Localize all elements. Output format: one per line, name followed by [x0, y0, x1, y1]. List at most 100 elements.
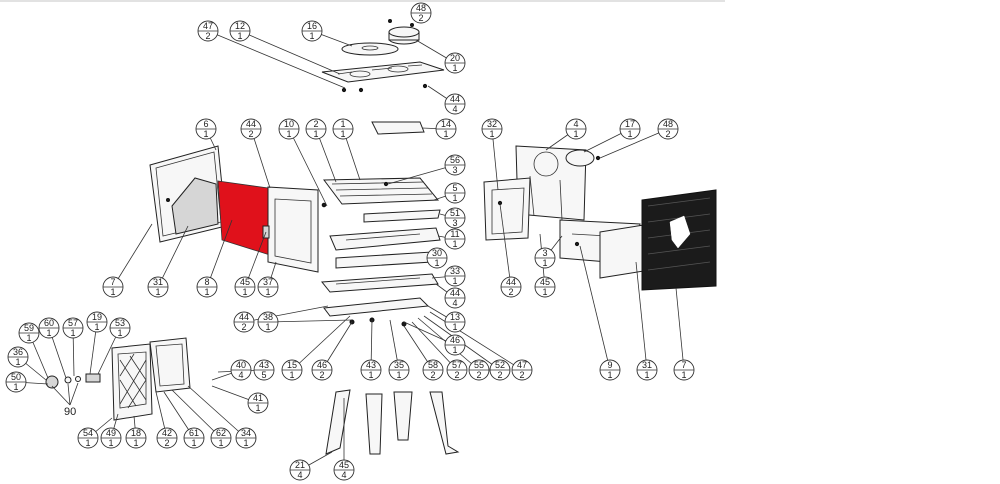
- top-plate[interactable]: [321, 61, 445, 83]
- callout-p44c[interactable]: 444: [444, 287, 466, 309]
- callout-p7b[interactable]: 71: [673, 359, 695, 381]
- callout-p41[interactable]: 411: [247, 392, 269, 414]
- callout-p48b[interactable]: 482: [657, 118, 679, 140]
- side-box-32[interactable]: [483, 177, 531, 241]
- ash-pan[interactable]: [321, 273, 439, 293]
- leader-line-p44e: [499, 203, 512, 288]
- callout-p57b[interactable]: 571: [62, 317, 84, 339]
- callout-p48a[interactable]: 482: [410, 2, 432, 24]
- leg-1[interactable]: [325, 389, 351, 455]
- callout-p46a[interactable]: 461: [444, 334, 466, 356]
- callout-p16[interactable]: 161: [301, 20, 323, 42]
- callout-p31b[interactable]: 311: [636, 359, 658, 381]
- callout-p55[interactable]: 552: [468, 359, 490, 381]
- handle-14[interactable]: [371, 121, 425, 135]
- callout-p21[interactable]: 214: [289, 459, 311, 481]
- callout-p45c[interactable]: 454: [333, 459, 355, 481]
- callout-p44d[interactable]: 442: [233, 311, 255, 333]
- callout-p19[interactable]: 191: [86, 311, 108, 333]
- callout-p5[interactable]: 51: [444, 182, 466, 204]
- callout-p44b[interactable]: 442: [240, 118, 262, 140]
- callout-part-number: 14: [441, 119, 451, 129]
- callout-p10[interactable]: 101: [278, 118, 300, 140]
- leg-4[interactable]: [429, 391, 460, 455]
- callout-p47a[interactable]: 472: [197, 20, 219, 42]
- callout-p20[interactable]: 201: [444, 52, 466, 74]
- callout-p43b[interactable]: 435: [253, 359, 275, 381]
- callout-p42[interactable]: 422: [156, 427, 178, 449]
- leg-3[interactable]: [393, 391, 413, 441]
- callout-p44e[interactable]: 442: [500, 276, 522, 298]
- ash-door-frame[interactable]: [149, 337, 191, 393]
- callout-p44a[interactable]: 444: [444, 93, 466, 115]
- front-door-frame[interactable]: [262, 186, 319, 273]
- callout-p51[interactable]: 513: [444, 207, 466, 229]
- knob-assembly[interactable]: [45, 373, 101, 389]
- callout-p52[interactable]: 522: [489, 359, 511, 381]
- callout-p33[interactable]: 331: [444, 265, 466, 287]
- cooking-ring[interactable]: [341, 42, 399, 56]
- callout-p54[interactable]: 541: [77, 427, 99, 449]
- callout-p13[interactable]: 131: [444, 311, 466, 333]
- callout-p2[interactable]: 21: [305, 118, 327, 140]
- callout-p43a[interactable]: 431: [360, 359, 382, 381]
- highlighted-part-8[interactable]: [217, 180, 271, 256]
- callout-p3[interactable]: 31: [534, 247, 556, 269]
- callout-p31a[interactable]: 311: [147, 276, 169, 298]
- right-screws: [497, 155, 601, 247]
- callout-p49[interactable]: 491: [100, 427, 122, 449]
- callout-p40[interactable]: 404: [230, 359, 252, 381]
- callout-p6[interactable]: 61: [195, 118, 217, 140]
- leg-2[interactable]: [365, 393, 383, 455]
- callout-part-number: 44: [246, 119, 256, 129]
- callout-p45a[interactable]: 451: [234, 276, 256, 298]
- callout-p1[interactable]: 11: [332, 118, 354, 140]
- callout-p7a[interactable]: 71: [102, 276, 124, 298]
- callout-part-number: 11: [450, 229, 459, 239]
- callout-p4[interactable]: 41: [565, 118, 587, 140]
- callout-p47b[interactable]: 472: [511, 359, 533, 381]
- callout-p35[interactable]: 351: [388, 359, 410, 381]
- callout-p15[interactable]: 151: [281, 359, 303, 381]
- flue-collar[interactable]: [388, 26, 420, 45]
- flue-ring-17[interactable]: [565, 149, 595, 167]
- callout-p34[interactable]: 341: [235, 427, 257, 449]
- callout-quantity: 1: [94, 322, 99, 332]
- callout-p56[interactable]: 563: [444, 154, 466, 176]
- callout-p37[interactable]: 371: [257, 276, 279, 298]
- bottom-plate[interactable]: [323, 297, 430, 317]
- callout-p17[interactable]: 171: [619, 118, 641, 140]
- side-panel-left[interactable]: [149, 145, 227, 243]
- callout-part-number: 50: [11, 372, 21, 382]
- callout-p53[interactable]: 531: [109, 317, 131, 339]
- callout-p46b[interactable]: 462: [311, 359, 333, 381]
- baffle-plate[interactable]: [329, 227, 441, 251]
- callout-p18[interactable]: 181: [125, 427, 147, 449]
- callout-p50[interactable]: 501: [5, 371, 27, 393]
- callout-p14[interactable]: 141: [435, 118, 457, 140]
- callout-p8[interactable]: 81: [196, 276, 218, 298]
- callout-part-number: 45: [240, 277, 250, 287]
- callout-part-number: 57: [452, 360, 462, 370]
- callout-p62[interactable]: 621: [210, 427, 232, 449]
- callout-p38[interactable]: 381: [257, 311, 279, 333]
- callout-part-number: 34: [241, 428, 251, 438]
- callout-p58[interactable]: 582: [422, 359, 444, 381]
- decorative-side-panel-7[interactable]: [641, 189, 717, 291]
- firebrick-30[interactable]: [335, 251, 433, 269]
- callout-p32[interactable]: 321: [481, 118, 503, 140]
- callout-p11[interactable]: 111: [444, 228, 466, 250]
- log-grate[interactable]: [323, 177, 440, 205]
- callout-p45b[interactable]: 451: [534, 276, 556, 298]
- callout-p61[interactable]: 611: [183, 427, 205, 449]
- callout-p36[interactable]: 361: [7, 346, 29, 368]
- callout-p60[interactable]: 601: [38, 317, 60, 339]
- grate-bar[interactable]: [363, 209, 441, 223]
- callout-part-number: 52: [495, 360, 505, 370]
- ash-door[interactable]: [111, 343, 153, 421]
- callout-p12[interactable]: 121: [229, 20, 251, 42]
- callout-p59[interactable]: 591: [18, 322, 40, 344]
- callout-p57a[interactable]: 572: [446, 359, 468, 381]
- callout-p9[interactable]: 91: [599, 359, 621, 381]
- callout-p30[interactable]: 301: [426, 247, 448, 269]
